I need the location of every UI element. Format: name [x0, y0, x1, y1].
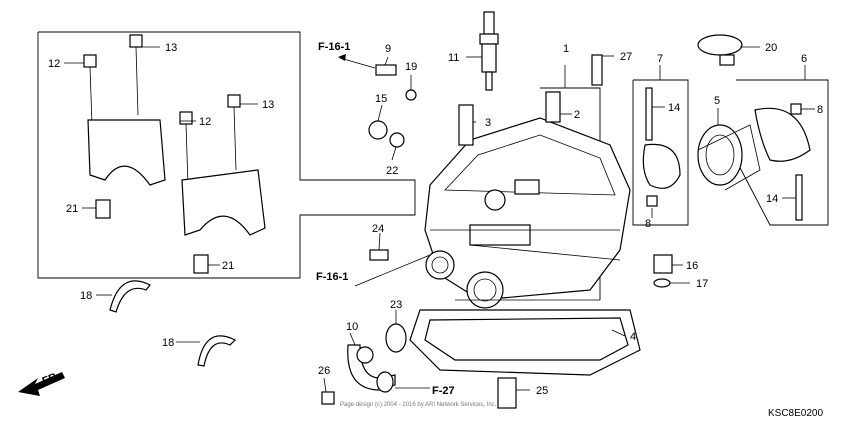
- washer-19: [405, 89, 417, 101]
- guide-3: [458, 104, 474, 146]
- callout-12: 12: [199, 116, 211, 128]
- callout-14: 14: [766, 193, 778, 205]
- callout-20: 20: [765, 42, 777, 54]
- arc-ring-18a: [109, 280, 151, 313]
- bolt-9: [375, 64, 397, 76]
- callout-10: 10: [346, 321, 358, 333]
- front-direction-arrow: [18, 372, 65, 396]
- callout-13: 13: [165, 42, 177, 54]
- cam-holder-b: [181, 169, 266, 236]
- bolt-27: [591, 54, 603, 86]
- callout-12: 12: [48, 58, 60, 70]
- group-box-6: [735, 79, 829, 226]
- callout-14: 14: [668, 102, 680, 114]
- leader-lines: [64, 46, 815, 393]
- callout-18: 18: [80, 290, 92, 302]
- bolt-14b: [795, 174, 803, 221]
- callout-2: 2: [574, 109, 580, 121]
- callout-27: 27: [620, 51, 632, 63]
- callout-11: 11: [448, 52, 459, 64]
- callout-4: 4: [630, 331, 636, 343]
- spark-plug: [479, 11, 499, 91]
- bolt-26: [321, 391, 335, 405]
- callout-26: 26: [318, 365, 330, 377]
- cam-holder-a: [87, 119, 166, 186]
- callout-19: 19: [405, 61, 417, 73]
- callout-8: 8: [817, 104, 823, 116]
- callout-15: 15: [375, 93, 387, 105]
- callout-5: 5: [714, 95, 720, 107]
- bolt-12a: [83, 54, 97, 68]
- clamp-7: [642, 143, 681, 189]
- bolt-14a: [645, 87, 653, 141]
- nut-8a: [646, 195, 658, 207]
- arc-ring-18b: [197, 335, 237, 367]
- ref-label-f27: F-27: [432, 385, 455, 397]
- band-clamp: [697, 34, 743, 56]
- dowel-21b: [193, 254, 209, 274]
- ref-label-f16-1-top: F-16-1: [318, 41, 350, 53]
- o-ring-23: [385, 323, 407, 353]
- callout-3: 3: [485, 117, 491, 129]
- callout-17: 17: [696, 278, 708, 290]
- callout-9: 9: [385, 43, 391, 55]
- dowel-21a: [95, 199, 111, 219]
- callout-6: 6: [801, 53, 807, 65]
- watermark: Page design (c) 2004 - 2016 by ARI Netwo…: [340, 402, 497, 408]
- callout-21: 21: [66, 203, 78, 215]
- callout-1: 1: [563, 43, 569, 55]
- callout-16: 16: [686, 260, 698, 272]
- callout-18: 18: [162, 337, 174, 349]
- valve-seal-15: [368, 120, 388, 140]
- callout-25: 25: [536, 385, 548, 397]
- dowel-25: [497, 377, 517, 409]
- ref-label-f16-1-bottom: F-16-1: [316, 271, 348, 283]
- callout-8: 8: [645, 218, 651, 230]
- callout-13: 13: [262, 99, 274, 111]
- callout-7: 7: [657, 53, 663, 65]
- group-box-right: [632, 79, 689, 226]
- intake-insulator: [697, 124, 761, 191]
- group-box-left: [37, 31, 416, 279]
- stud-24: [369, 249, 389, 261]
- bolt-12b: [179, 111, 193, 125]
- washer-17: [653, 278, 671, 288]
- nut-8b: [790, 103, 802, 115]
- guide-2: [545, 91, 561, 123]
- direction-label: FR.: [41, 370, 62, 388]
- callout-24: 24: [372, 223, 384, 235]
- cap-nut-16: [653, 254, 673, 274]
- bolt-13b: [227, 94, 241, 108]
- callout-21: 21: [222, 260, 234, 272]
- band-clamp-6: [754, 107, 811, 162]
- bolt-13a: [129, 34, 143, 48]
- head-gasket: [424, 317, 629, 361]
- callout-22: 22: [386, 165, 398, 177]
- callout-23: 23: [390, 299, 402, 311]
- diagram-code: KSC8E0200: [768, 408, 823, 419]
- o-ring-22: [389, 132, 405, 148]
